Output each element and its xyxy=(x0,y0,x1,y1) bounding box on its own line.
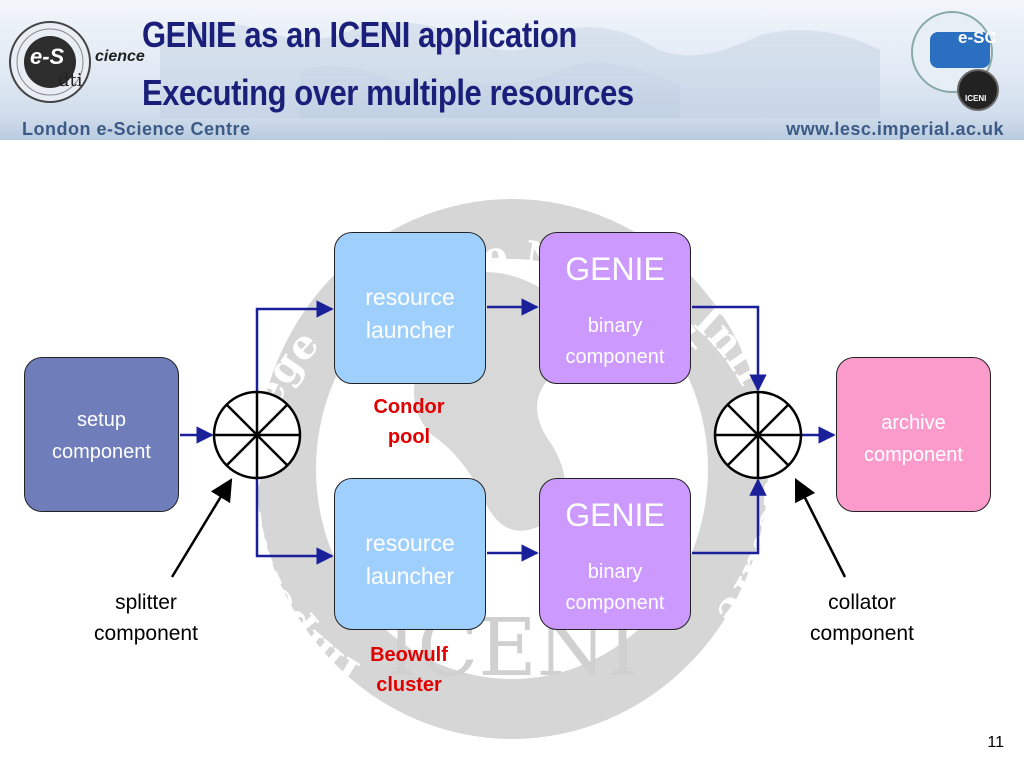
resource-launcher-bottom-label: resource launcher xyxy=(335,527,485,593)
setup-component-label: setup component xyxy=(25,404,178,468)
splitter-line2: component xyxy=(94,622,198,645)
genie-bottom-line1: binary xyxy=(587,561,643,583)
org-url[interactable]: www.lesc.imperial.ac.uk xyxy=(786,119,1004,139)
beowulf-line2: cluster xyxy=(376,674,442,696)
header-strip xyxy=(0,118,1024,140)
condor-pool-label: Condor pool xyxy=(344,392,474,452)
genie-top-line2: component xyxy=(565,346,665,368)
e-science-dti-logo xyxy=(9,21,91,103)
lesc-iceni-logo xyxy=(911,11,999,111)
page-title-line2: Executing over multiple resources xyxy=(142,72,634,113)
archive-component-box[interactable]: archive component xyxy=(836,357,991,512)
genie-top-line1: binary xyxy=(587,315,643,337)
archive-component-label: archive component xyxy=(837,407,990,471)
genie-bottom-title: GENIE xyxy=(565,497,665,533)
collator-component-label: collator component xyxy=(782,587,942,649)
iceni-watermark-emblem: Science Network Imperial College Infrast… xyxy=(252,199,772,739)
beowulf-cluster-label: Beowulf cluster xyxy=(344,640,474,700)
condor-line2: pool xyxy=(387,426,431,448)
setup-line1: setup xyxy=(77,409,126,431)
page-title-line1: GENIE as an ICENI application xyxy=(142,14,577,55)
logo-right-iceni-text: ICENI xyxy=(965,94,987,103)
launcher-top-line2: launcher xyxy=(365,317,455,343)
archive-line1: archive xyxy=(881,412,946,434)
logo-left-es-text: e-S xyxy=(30,44,65,69)
launcher-bottom-line1: resource xyxy=(365,530,455,556)
splitter-line1: splitter xyxy=(115,591,177,614)
resource-launcher-top-box[interactable]: resource launcher xyxy=(334,232,486,384)
logo-left-dti-text: dti xyxy=(58,70,83,91)
collator-line1: collator xyxy=(828,591,896,614)
resource-launcher-top-label: resource launcher xyxy=(335,281,485,347)
setup-component-box[interactable]: setup component xyxy=(24,357,179,512)
collator-line2: component xyxy=(810,622,914,645)
genie-binary-bottom-box[interactable]: GENIE binary component xyxy=(539,478,691,630)
beowulf-line1: Beowulf xyxy=(370,644,448,666)
header-banner xyxy=(0,0,1024,140)
resource-launcher-bottom-box[interactable]: resource launcher xyxy=(334,478,486,630)
splitter-component-label: splitter component xyxy=(66,587,226,649)
genie-top-sub: binary component xyxy=(540,311,690,373)
genie-binary-top-box[interactable]: GENIE binary component xyxy=(539,232,691,384)
launcher-top-line1: resource xyxy=(365,284,455,310)
genie-bottom-line2: component xyxy=(565,592,665,614)
launcher-bottom-line2: launcher xyxy=(365,563,455,589)
logo-left-escience-text: cience xyxy=(95,48,145,65)
genie-top-title: GENIE xyxy=(565,251,665,287)
splitter-pointer-arrow xyxy=(170,478,233,578)
genie-bottom-sub: binary component xyxy=(540,557,690,619)
logo-right-main-text: e-SC xyxy=(958,28,997,47)
world-map-background xyxy=(160,22,880,120)
slide-page-number: 11 xyxy=(987,734,1004,751)
setup-line2: component xyxy=(52,441,151,463)
archive-line2: component xyxy=(864,444,963,466)
condor-line1: Condor xyxy=(373,396,445,418)
org-name: London e-Science Centre xyxy=(22,119,251,139)
